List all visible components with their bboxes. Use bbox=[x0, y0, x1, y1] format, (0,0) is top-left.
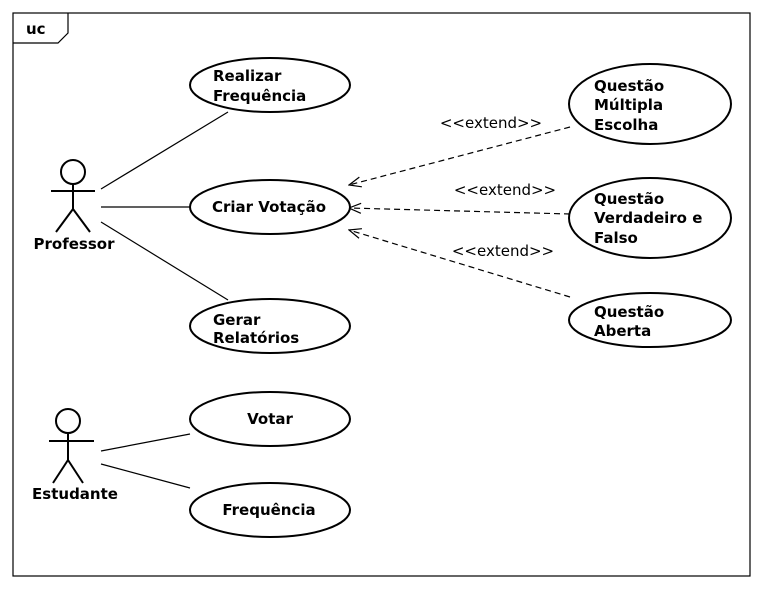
usecase-label-line: Questão bbox=[594, 77, 664, 95]
usecase-ellipse bbox=[189, 391, 351, 447]
usecase-label-line: Votar bbox=[247, 410, 293, 428]
usecase-ellipse bbox=[189, 179, 351, 235]
usecase-label-line: Gerar bbox=[213, 311, 261, 329]
extend-vf-to-criar bbox=[349, 208, 571, 215]
usecase-label-line: Questão bbox=[594, 303, 664, 321]
usecase-ellipse bbox=[189, 482, 351, 538]
usecase-ellipse bbox=[568, 177, 732, 259]
usecase-votar[interactable]: Votar bbox=[189, 391, 351, 447]
usecase-label-line: Verdadeiro e bbox=[594, 209, 702, 227]
association-professor-realizar-frequencia bbox=[100, 111, 229, 190]
usecase-ellipse bbox=[189, 298, 351, 354]
extend-label-aberta: <<extend>> bbox=[452, 242, 554, 260]
actor-right-leg bbox=[72, 208, 91, 233]
usecase-questao-aberta[interactable]: Questão Aberta bbox=[568, 292, 732, 348]
extend-label-multipla: <<extend>> bbox=[440, 114, 542, 132]
actor-head bbox=[55, 408, 81, 434]
actor-left-leg bbox=[55, 208, 74, 233]
association-professor-gerar-relatorios bbox=[100, 221, 229, 301]
actor-left-leg bbox=[52, 459, 69, 484]
frame-tab bbox=[13, 13, 69, 44]
diagram-frame bbox=[12, 12, 751, 577]
usecase-label-line: Múltipla bbox=[594, 96, 663, 114]
usecase-label-line: Realizar bbox=[213, 67, 282, 85]
usecase-ellipse bbox=[568, 63, 732, 145]
actor-label-estudante: Estudante bbox=[32, 485, 118, 503]
actor-label-professor: Professor bbox=[34, 235, 116, 253]
usecase-gerar-relatorios[interactable]: Gerar Relatórios bbox=[189, 298, 351, 354]
actor-professor[interactable]: Professor bbox=[34, 159, 116, 253]
usecase-label-line: Escolha bbox=[594, 116, 658, 134]
extend-aberta-to-criar bbox=[349, 230, 571, 298]
extend-multipla-to-criar bbox=[349, 126, 571, 185]
usecase-label-line: Frequência bbox=[222, 501, 315, 519]
actor-estudante[interactable]: Estudante bbox=[32, 408, 118, 503]
actor-right-leg bbox=[67, 459, 84, 484]
usecase-questao-verdadeiro-falso[interactable]: Questão Verdadeiro e Falso bbox=[568, 177, 732, 259]
frame-label: uc bbox=[26, 20, 46, 38]
usecase-questao-multipla-escolha[interactable]: Questão Múltipla Escolha bbox=[568, 63, 732, 145]
usecase-ellipse bbox=[568, 292, 732, 348]
usecase-label-line: Frequência bbox=[213, 87, 306, 105]
usecase-label-line: Questão bbox=[594, 190, 664, 208]
association-estudante-votar bbox=[100, 433, 191, 452]
usecase-label-line: Criar Votação bbox=[212, 198, 326, 216]
usecase-frequencia[interactable]: Frequência bbox=[189, 482, 351, 538]
usecase-label-line: Aberta bbox=[594, 322, 651, 340]
usecase-ellipse bbox=[189, 57, 351, 113]
extend-label-vf: <<extend>> bbox=[454, 181, 556, 199]
usecase-label-line: Relatórios bbox=[213, 329, 299, 347]
usecase-label-line: Falso bbox=[594, 229, 638, 247]
actor-head bbox=[60, 159, 86, 185]
association-estudante-frequencia bbox=[100, 463, 191, 489]
usecase-realizar-frequencia[interactable]: Realizar Frequência bbox=[189, 57, 351, 113]
usecase-criar-votacao[interactable]: Criar Votação bbox=[189, 179, 351, 235]
